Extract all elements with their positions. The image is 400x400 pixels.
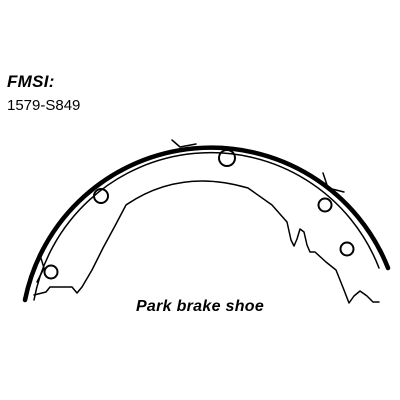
hole-left-upper <box>93 188 109 204</box>
top-rim-notch <box>171 139 197 148</box>
shoe-rim <box>33 151 380 301</box>
shoe-lining <box>22 145 391 303</box>
shoe-web <box>33 180 380 304</box>
fmsi-heading: FMSI: <box>7 72 55 91</box>
fmsi-spec: FMSI: 1579-S849 <box>7 72 80 115</box>
hole-top <box>218 149 236 167</box>
fmsi-part-number: 1579-S849 <box>7 97 81 114</box>
hole-right-lower <box>339 241 355 257</box>
diagram-caption: Park brake shoe <box>135 298 265 315</box>
hole-right-upper <box>317 197 333 213</box>
left-rim-notch <box>36 254 45 283</box>
right-rim-notch <box>322 172 345 193</box>
hole-left-lower <box>43 264 59 280</box>
